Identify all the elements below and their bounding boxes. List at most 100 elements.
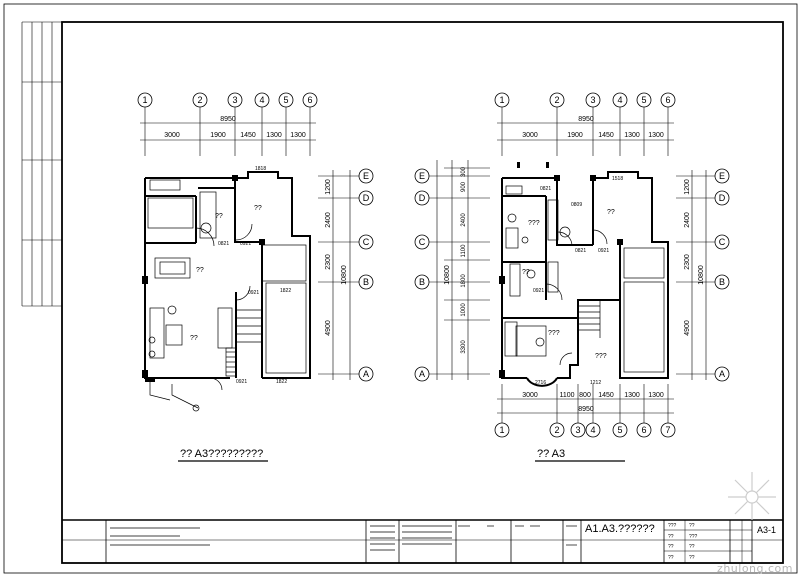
right-door-labels: 0821 0809 0821 0921 0921 1518 2716 1212: [533, 176, 623, 386]
svg-text:A: A: [419, 369, 425, 379]
svg-text:C: C: [363, 237, 370, 247]
svg-text:5: 5: [283, 95, 288, 105]
svg-text:1300: 1300: [648, 132, 664, 139]
right-axis-numbers-top: 1 2 3 4 5 6: [499, 95, 670, 105]
svg-text:D: D: [419, 193, 426, 203]
svg-text:3: 3: [575, 425, 580, 435]
svg-text:C: C: [419, 237, 426, 247]
svg-text:??: ??: [668, 555, 674, 561]
svg-text:0921: 0921: [236, 379, 247, 385]
title-block: [62, 519, 783, 563]
svg-text:1818: 1818: [255, 166, 266, 172]
svg-text:1450: 1450: [240, 132, 256, 139]
svg-text:1900: 1900: [210, 132, 226, 139]
svg-text:???: ???: [548, 330, 560, 337]
right-overall-height-right: 10800: [698, 265, 705, 285]
svg-text:6: 6: [665, 95, 670, 105]
svg-text:2: 2: [554, 425, 559, 435]
svg-text:??: ??: [668, 544, 674, 550]
svg-text:2400: 2400: [325, 212, 332, 228]
left-overall-height: 10800: [341, 265, 348, 285]
right-axis-bubbles-bottom: [494, 422, 676, 438]
svg-text:??: ??: [689, 523, 695, 529]
svg-text:D: D: [719, 193, 726, 203]
svg-text:1200: 1200: [684, 179, 691, 195]
svg-text:0821: 0821: [218, 241, 229, 247]
left-fixtures: [147, 179, 307, 412]
svg-text:??: ??: [607, 209, 615, 216]
left-binding-strip: [21, 21, 62, 307]
svg-text:??: ??: [522, 269, 530, 276]
svg-text:???: ???: [595, 353, 607, 360]
svg-text:0809: 0809: [571, 202, 582, 208]
right-overall-width-bottom: 8950: [578, 406, 594, 413]
svg-text:??: ??: [668, 534, 674, 540]
plan-left: 1 2 3 4 5 6 8950 3000 1900 1450 1300 130…: [137, 92, 374, 462]
svg-text:??: ??: [190, 335, 198, 342]
svg-text:??: ??: [689, 555, 695, 561]
svg-text:1900: 1900: [567, 132, 583, 139]
svg-text:7: 7: [665, 425, 670, 435]
svg-text:900: 900: [461, 181, 467, 192]
svg-text:3000: 3000: [522, 392, 538, 399]
svg-text:1300: 1300: [624, 392, 640, 399]
svg-text:1300: 1300: [648, 392, 664, 399]
svg-text:1200: 1200: [325, 179, 332, 195]
drawing-name: A1.A3.??????: [585, 523, 655, 535]
svg-text:B: B: [719, 277, 725, 287]
right-overall-height-left: 10800: [444, 265, 451, 285]
right-dim-lines-bottom: [497, 384, 674, 423]
right-plan-title: ?? A3: [537, 448, 565, 460]
left-dims-top: 3000 1900 1450 1300 1300: [164, 132, 306, 139]
left-axis-bubbles-top: [137, 92, 318, 108]
svg-text:???: ???: [668, 523, 677, 529]
right-dim-lines-top: [497, 107, 674, 156]
svg-text:1212: 1212: [590, 380, 601, 386]
svg-text:2716: 2716: [535, 380, 546, 386]
svg-text:1822: 1822: [276, 379, 287, 385]
svg-text:3300: 3300: [461, 340, 467, 354]
left-axis-bubbles-right: [358, 168, 374, 382]
watermark-text: zhulong.com: [717, 562, 793, 575]
watermark-logo: [728, 472, 776, 520]
svg-text:A: A: [363, 369, 369, 379]
sheet-number: A3-1: [757, 525, 776, 535]
svg-text:800: 800: [579, 392, 591, 399]
svg-text:3: 3: [590, 95, 595, 105]
left-columns: [142, 175, 265, 382]
svg-text:1800: 1800: [461, 274, 467, 288]
svg-text:C: C: [719, 237, 726, 247]
svg-text:300: 300: [461, 166, 467, 177]
svg-text:1100: 1100: [559, 392, 574, 399]
svg-text:2: 2: [197, 95, 202, 105]
svg-text:B: B: [363, 277, 369, 287]
svg-text:3000: 3000: [164, 132, 180, 139]
svg-text:1: 1: [499, 95, 504, 105]
left-dims-side: 1200 2400 2300 4900: [325, 179, 332, 336]
svg-text:1: 1: [142, 95, 147, 105]
svg-text:??: ??: [196, 267, 204, 274]
svg-text:6: 6: [641, 425, 646, 435]
svg-text:2: 2: [554, 95, 559, 105]
left-plan-title: ?? A3?????????: [180, 448, 263, 460]
right-dim-lines-right: [676, 170, 715, 380]
svg-text:4: 4: [590, 425, 595, 435]
svg-text:A: A: [719, 369, 725, 379]
right-axis-letters-right: E D C B A: [719, 171, 726, 379]
right-fixtures: [504, 185, 665, 373]
svg-text:1300: 1300: [266, 132, 282, 139]
right-axis-bubbles-top: [494, 92, 676, 108]
left-axis-letters-right: E D C B A: [363, 171, 370, 379]
svg-text:3000: 3000: [522, 132, 538, 139]
plan-right: 1 2 3 4 5 6 8950 3000 1900 1450 1300 130…: [414, 92, 730, 462]
svg-text:0821: 0821: [540, 186, 551, 192]
svg-text:2300: 2300: [684, 254, 691, 270]
svg-text:???: ???: [528, 220, 540, 227]
svg-text:0921: 0921: [240, 241, 251, 247]
svg-text:2300: 2300: [325, 254, 332, 270]
right-columns: [499, 162, 623, 378]
svg-text:E: E: [719, 171, 725, 181]
right-overall-width-top: 8950: [578, 116, 594, 123]
svg-text:6: 6: [307, 95, 312, 105]
